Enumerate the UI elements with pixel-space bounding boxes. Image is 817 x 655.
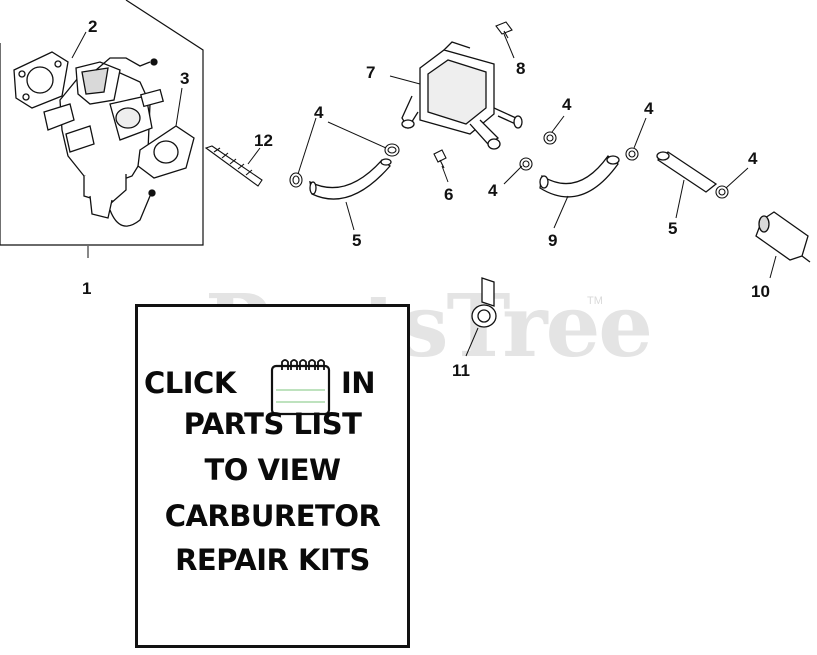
label-1: 1 [82,279,91,298]
callout-line-4: CARBURETOR [164,499,381,533]
part-1-carburetor[interactable] [43,57,165,227]
callout-in-text: IN [341,366,376,400]
part-12-stud[interactable] [204,145,263,187]
callout-click-text: CLICK [144,366,236,400]
label-6: 6 [444,185,453,204]
label-5-a: 5 [352,231,361,250]
label-4-b: 4 [488,181,498,200]
label-7: 7 [366,63,375,82]
part-6-screw[interactable] [433,149,447,169]
label-3: 3 [180,69,189,88]
part-10-fuel-filter[interactable] [755,211,811,263]
part-11-clip[interactable] [471,277,497,328]
label-9: 9 [548,231,557,250]
part-number-labels: 1 2 3 12 4 5 7 8 6 4 4 9 4 5 4 10 11 [82,17,770,380]
part-5-straight-hose[interactable] [656,151,718,193]
label-2: 2 [88,17,97,36]
label-5-b: 5 [668,219,677,238]
label-4-e: 4 [748,149,758,168]
label-8: 8 [516,59,525,78]
callout-line-3: TO VIEW [204,453,341,487]
part-7-fuel-pump[interactable] [401,41,523,150]
label-4-c: 4 [562,95,572,114]
notebook-icon[interactable] [270,358,331,416]
label-4-d: 4 [644,99,654,118]
label-10: 10 [751,282,770,301]
label-12: 12 [254,131,273,150]
part-8-screw[interactable] [495,21,513,39]
leader-lines [71,31,777,357]
part-2-gasket[interactable] [13,51,69,109]
callout-line-1: CLICK [138,366,413,400]
part-9-hose[interactable] [539,155,620,198]
carburetor-group-frame [0,0,204,246]
callout-line-2: PARTS LIST [183,407,362,441]
part-4-clamps[interactable] [289,131,729,199]
part-5-hose[interactable] [309,158,392,200]
trademark: TM [587,295,603,307]
callout-line-5: REPAIR KITS [175,543,370,577]
label-11: 11 [452,361,470,380]
carburetor-kits-callout[interactable]: CLICK IN PARTS LIST TO VIEW CARBURETOR R… [135,304,410,648]
label-4-a: 4 [314,103,324,122]
